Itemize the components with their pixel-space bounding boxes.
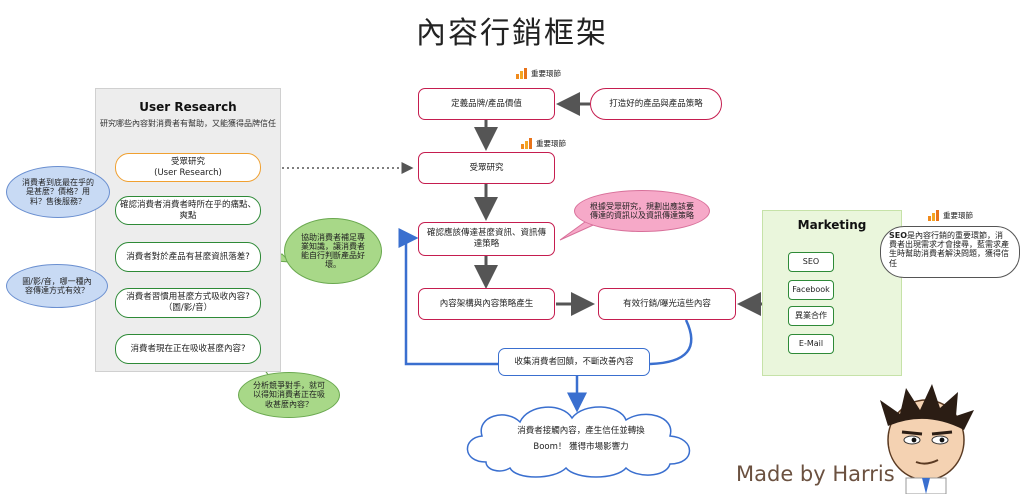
- seo-note-bold: SEO: [889, 231, 908, 240]
- marketing-heading: Marketing: [797, 218, 867, 232]
- result-cloud: 消費者接觸內容，產生信任並轉換 Boom！ 獲得市場影響力: [456, 414, 706, 464]
- seo-note: SEO是內容行銷的重要環節，消費者出現需求才會搜尋，藍需求產生時幫助消費者解決問…: [880, 226, 1020, 278]
- credit-text: Made by Harris: [736, 462, 895, 486]
- ur-step-audience: 受眾研究 (User Research): [115, 153, 261, 182]
- bubble-plan: 根據受眾研究，規劃出應該要傳達的資訊以及資訊傳達策略: [574, 190, 710, 232]
- user-research-heading: User Research: [139, 100, 237, 114]
- result-cloud-shape: [466, 406, 691, 478]
- important-badge: 重要環節: [515, 66, 561, 80]
- ur-step-format: 消費者習慣用甚麼方式吸收內容?（圖/影/音）: [115, 288, 261, 318]
- cloud-line-1: 消費者接觸內容，產生信任並轉換: [517, 425, 645, 436]
- bubble-priorities: 消費者到底最在乎的是甚麼？價格？用料？售後服務？: [6, 166, 110, 218]
- flow-feedback: 收集消費者回饋，不斷改善內容: [498, 348, 650, 376]
- bubble-competitor: 分析競爭對手，就可以得知消費者正在吸收甚麼內容？: [238, 372, 340, 418]
- flow-confirm-info: 確認應該傳達甚麼資訊、資訊傳達策略: [418, 222, 555, 256]
- marketing-item-seo: SEO: [788, 252, 834, 272]
- important-label: 重要環節: [531, 68, 561, 78]
- bar-chart-icon: [928, 210, 939, 221]
- flow-product-strategy: 打造好的產品與產品策略: [590, 88, 722, 120]
- ur-step-current: 消費者現在正在吸收甚麼內容?: [115, 334, 261, 364]
- seo-note-text: 是內容行銷的重要環節，消費者出現需求才會搜尋，藍需求產生時幫助消費者解決問題，獲…: [889, 231, 1009, 268]
- bar-chart-icon: [521, 138, 532, 149]
- bubble-format: 圖/影/音，哪一種內容傳達方式有效？: [6, 264, 108, 308]
- feedback-loop: [398, 228, 498, 366]
- cloud-line-2: Boom！ 獲得市場影響力: [533, 442, 629, 452]
- marketing-item-facebook: Facebook: [788, 280, 834, 300]
- user-research-subheading: 研究哪些內容對消費者有幫助，又能獲得品牌信任: [100, 119, 276, 128]
- important-label: 重要環節: [943, 210, 973, 220]
- important-badge: 重要環節: [927, 208, 973, 222]
- flow-define-value: 定義品牌/產品價值: [418, 88, 555, 120]
- user-research-panel: [95, 88, 281, 372]
- flow-marketing: 有效行銷/曝光這些內容: [598, 288, 736, 320]
- flow-content-strategy: 內容架構與內容策略產生: [418, 288, 555, 320]
- ur-step-info-gap: 消費者對於產品有甚麼資訊落差?: [115, 242, 261, 272]
- loop-curve: [649, 319, 693, 366]
- page-title: 內容行銷框架: [416, 16, 608, 51]
- important-badge: 重要環節: [520, 136, 566, 150]
- flow-audience-research: 受眾研究: [418, 152, 555, 184]
- marketing-item-partnership: 異業合作: [788, 306, 834, 326]
- marketing-item-email: E-Mail: [788, 334, 834, 354]
- cartoon-mascot: [880, 384, 974, 494]
- bar-chart-icon: [516, 68, 527, 79]
- ur-step-pain-points: 確認消費者消費者時所在乎的痛點、爽點: [115, 196, 261, 225]
- important-label: 重要環節: [536, 138, 566, 148]
- bubble-knowledge: 協助消費者補足專業知識，讓消費者能自行判斷產品好壞。: [284, 218, 382, 284]
